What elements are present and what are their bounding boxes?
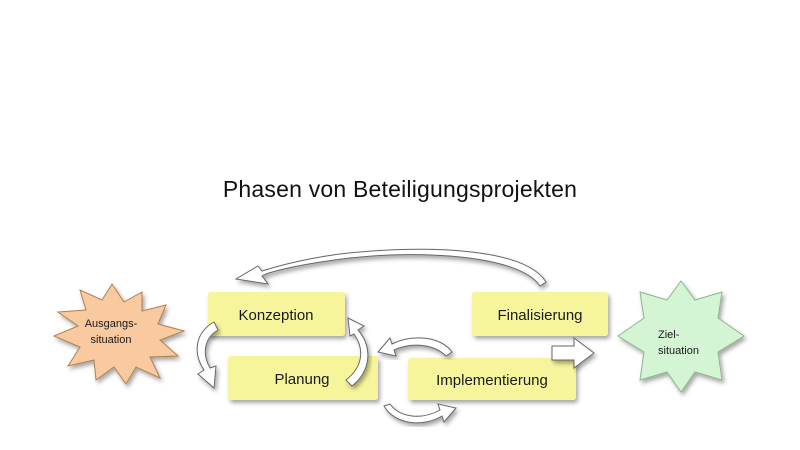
start-state-burst (52, 283, 186, 385)
arrow-konzeption-to-planung (196, 321, 219, 390)
phase-finalisierung (472, 292, 608, 336)
phase-implementierung (408, 358, 576, 400)
arrow-planung-to-implementierung (383, 403, 457, 424)
arrow-implementierung-to-planung (377, 337, 453, 357)
arrow-planung-to-konzeption (345, 317, 369, 387)
phase-planung (228, 356, 378, 400)
phase-finalisierung-label: Finalisierung (497, 307, 582, 324)
slide-title: Phasen von Beteiligungsprojekten (222, 176, 578, 202)
goal-state-label-2: situation (658, 345, 699, 357)
start-state-shape (52, 283, 186, 385)
goal-state-star (617, 280, 745, 393)
phase-konzeption-label: Konzeption (238, 307, 313, 324)
goal-state-label-1: Ziel- (658, 329, 680, 341)
feedback-arrow (234, 248, 547, 287)
phase-implementierung-label: Implementierung (436, 372, 548, 389)
goal-state-shape (617, 280, 745, 393)
arrow-implementierung-to-finalisierung (551, 337, 595, 369)
start-state-label-1: Ausgangs- (85, 318, 138, 330)
start-state-label-2: situation (91, 334, 132, 346)
phase-konzeption (208, 292, 345, 336)
phase-planung-label: Planung (274, 371, 329, 388)
